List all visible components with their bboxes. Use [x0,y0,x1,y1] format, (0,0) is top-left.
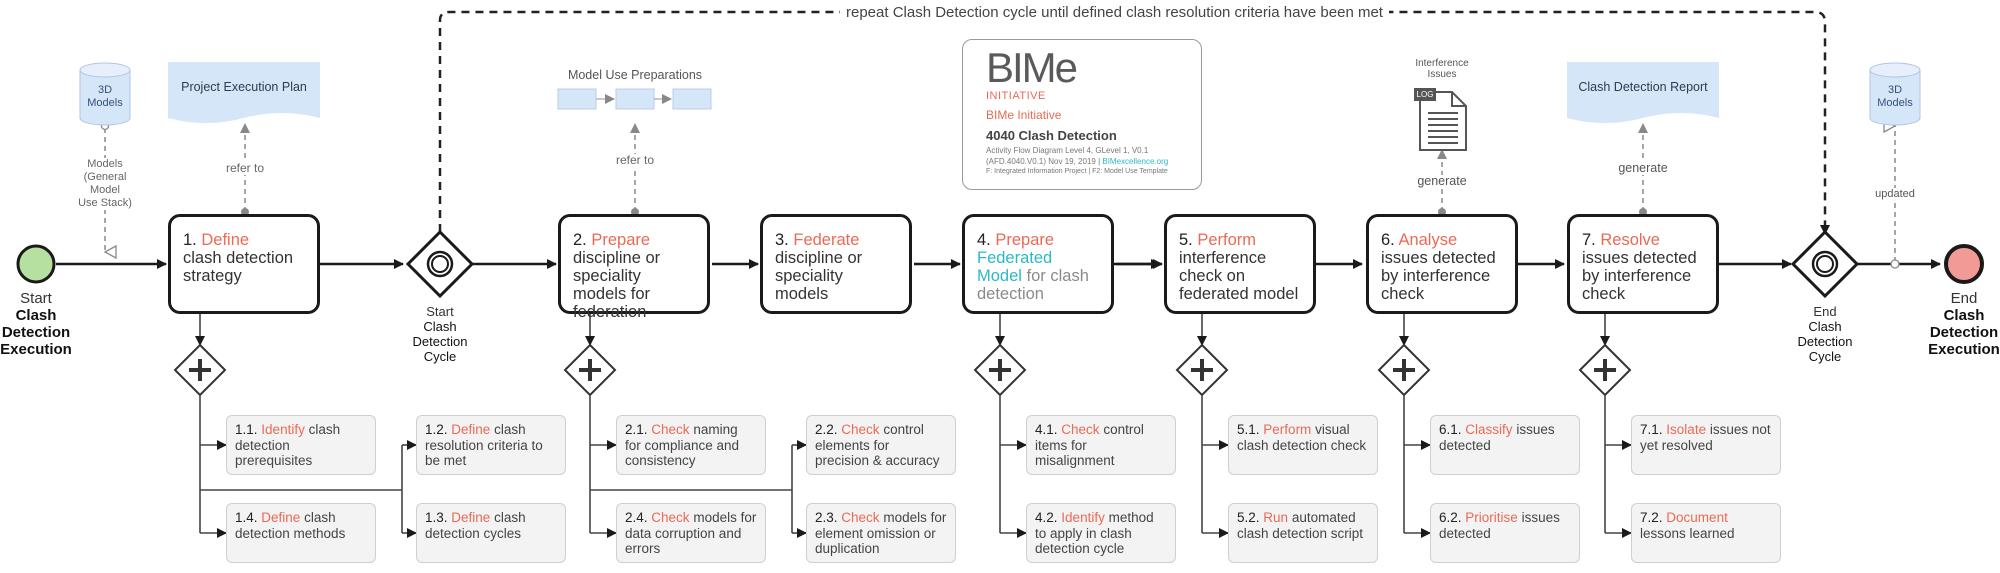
loop-label: repeat Clash Detection cycle until defin… [840,4,1389,21]
subtask-2-2[interactable]: 2.2. Check control elements for precisio… [806,415,956,475]
subtask-5-1[interactable]: 5.1. Perform visual clash detection chec… [1228,415,1378,475]
models-start-label: 3D Models [87,84,123,109]
subtask-5-2[interactable]: 5.2. Run automated clash detection scrip… [1228,503,1378,563]
interference-issues-label: Interference Issues [1415,58,1469,80]
model-use-preparations-label: Model Use Preparations [567,68,703,82]
subtask-4-2[interactable]: 4.2. Identify method to apply in clash d… [1026,503,1176,563]
subtask-6-2[interactable]: 6.2. Prioritise issues detected [1430,503,1580,563]
logo-title: 4040 Clash Detection [986,128,1117,143]
bime-initiative-word: INITIATIVE [986,90,1046,102]
subtask-2-4[interactable]: 2.4. Check models for data corruption an… [616,503,766,563]
end-cycle-label: End Clash Detection Cycle [1797,304,1853,364]
subtask-7-2[interactable]: 7.2. Document lessons learned [1631,503,1781,563]
start-event-label: Start Clash Detection Execution [0,290,72,358]
cylinder-end [1869,62,1921,126]
subtask-2-3[interactable]: 2.3. Check models for element omission o… [806,503,956,563]
subtask-1-4[interactable]: 1.4. Define clash detection methods [226,503,376,563]
interference-relation-label: generate [1410,175,1474,188]
report-relation-label: generate [1611,162,1675,175]
models-start-note: Models (General Model Use Stack) [58,158,152,210]
subtask-1-1[interactable]: 1.1. Identify clash detection prerequisi… [226,415,376,475]
cylinder-start [79,62,131,126]
logo-line1: Activity Flow Diagram Level 4, GLevel 1,… [986,146,1149,155]
end-event-label: End Clash Detection Execution [1928,290,2000,358]
bime-wordmark: BIMe [986,44,1078,91]
logo-org: BIMe Initiative [986,108,1062,122]
subtask-6-1[interactable]: 6.1. Classify issues detected [1430,415,1580,475]
start-cycle-label: Start Clash Detection Cycle [412,304,468,364]
pep-relation-label: refer to [215,162,275,175]
mup-relation-label: refer to [605,154,665,167]
subtask-4-1[interactable]: 4.1. Check control items for misalignmen… [1026,415,1176,475]
subtask-2-1[interactable]: 2.1. Check naming for compliance and con… [616,415,766,475]
log-tag: LOG [1416,90,1434,99]
models-end-label: 3D Models [1877,84,1913,109]
logo-line3: F: Integrated Information Project | F2: … [986,168,1168,175]
project-execution-plan-doc: Project Execution Plan [181,80,307,94]
subtask-7-1[interactable]: 7.1. Isolate issues not yet resolved [1631,415,1781,475]
badge-4040: 4040 [1129,66,1161,82]
subtask-1-3[interactable]: 1.3. Define clash detection cycles [416,503,566,563]
loop-connector [438,10,1830,235]
bime-logo-card: BIMe INITIATIVE 4040 BIMe Initiative 404… [962,39,1202,190]
logo-line2: (AFD.4040.V0.1) Nov 19, 2019 | BIMexcell… [986,157,1169,166]
subtask-1-2[interactable]: 1.2. Define clash resolution criteria to… [416,415,566,475]
clash-detection-report-doc: Clash Detection Report [1578,80,1708,94]
models-end-note: updated [1866,188,1924,201]
